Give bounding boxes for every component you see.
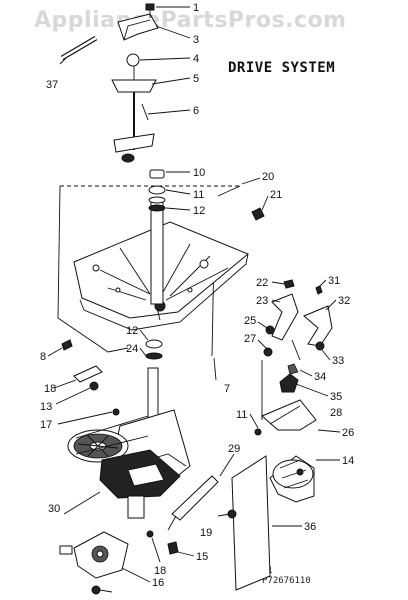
drawing-code-line2: P72676110 (262, 576, 311, 586)
diagram-title: DRIVE SYSTEM (228, 60, 336, 76)
motor-cover (231, 455, 271, 591)
callout-18-lower: 15 (196, 551, 208, 563)
callout-12-lower: 24 (126, 343, 138, 355)
callout-3: 3 (193, 34, 199, 46)
drive-arm (167, 475, 237, 531)
callout-28: 26 (342, 427, 354, 439)
callout-13: 17 (40, 419, 52, 431)
callout-12-top: 12 (193, 205, 205, 217)
callout-15: 16 (152, 577, 164, 589)
callout-35: 28 (330, 407, 342, 419)
callout-31-lower: 34 (314, 371, 326, 383)
callout-31-top: 31 (328, 275, 340, 287)
motor-brackets (261, 279, 333, 420)
callout-8: 18 (44, 383, 56, 395)
callout-22: 22 (256, 277, 268, 289)
callout-37: 37 (46, 79, 58, 91)
callout-17: 29 (228, 443, 240, 455)
callout-33: 33 (332, 355, 344, 367)
callout-23: 23 (256, 295, 268, 307)
callout-20: 20 (262, 171, 274, 183)
callout-27: 27 (244, 333, 256, 345)
callout-numbers: 1 3 4 5 6 37 10 11 12 20 21 22 23 25 27 … (40, 2, 354, 589)
transmission-housing (57, 169, 265, 360)
callout-10: 10 (193, 167, 205, 179)
callout-25: 25 (244, 315, 256, 327)
callout-26: 11 (236, 409, 247, 421)
callout-11-top: 11 (193, 189, 204, 201)
callout-14: 30 (48, 503, 60, 515)
left-bracket-parts (61, 339, 120, 416)
callout-29: 14 (342, 455, 354, 467)
callout-5: 5 (193, 73, 199, 85)
callout-4: 4 (193, 53, 199, 65)
callout-1: 1 (193, 2, 199, 14)
site-watermark: AppliancePartsPros.com (34, 8, 347, 33)
callout-19: 18 (154, 565, 166, 577)
gearcase-assembly (59, 367, 191, 595)
leader-lines (47, 6, 341, 593)
callout-36: 19 (200, 527, 212, 539)
callout-6: 6 (193, 105, 199, 117)
callout-32: 32 (338, 295, 350, 307)
callout-18-left: 13 (40, 401, 52, 413)
pump-bracket (254, 363, 317, 436)
callout-7: 8 (40, 351, 46, 363)
callout-21: 21 (270, 189, 282, 201)
callout-30: 36 (304, 521, 316, 533)
drive-motor (269, 455, 315, 503)
callout-34: 35 (330, 391, 342, 403)
callout-24: 7 (224, 383, 230, 395)
agitator-top-assembly (60, 3, 159, 163)
callout-11-lower: 12 (126, 325, 138, 337)
